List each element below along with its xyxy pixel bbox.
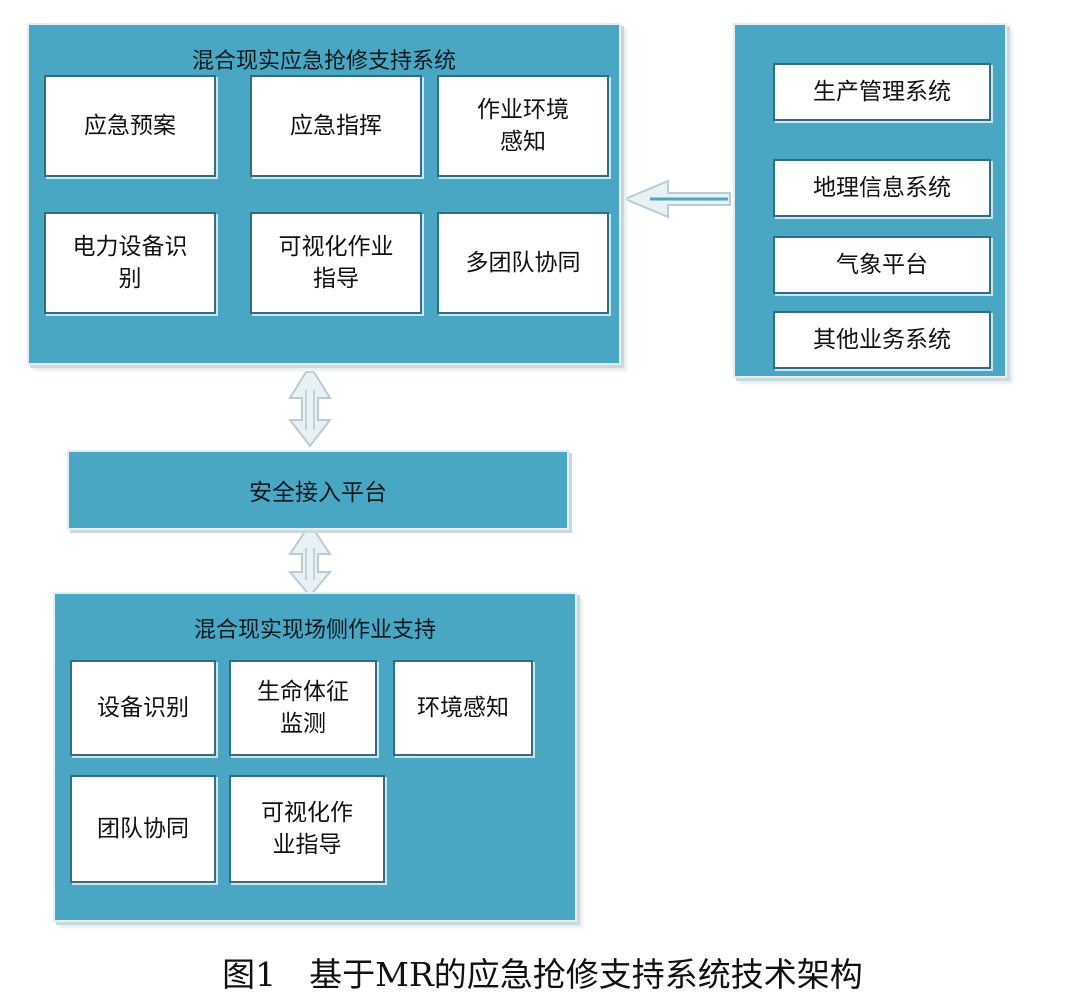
module-box: 设备识别 [70, 660, 216, 756]
double-arrow-icon [287, 371, 333, 448]
system-box: 地理信息系统 [773, 159, 991, 217]
top-panel-title: 混合现实应急抢修支持系统 [191, 49, 456, 74]
top-panel: 混合现实应急抢修支持系统 应急预案 应急指挥 作业环境 感知 电力设备识 别 可… [27, 23, 621, 365]
bottom-panel: 混合现实现场侧作业支持 设备识别 生命体征 监测 环境感知 团队协同 可视化作 … [53, 592, 577, 922]
module-box: 可视化作业 指导 [250, 212, 422, 314]
module-box: 可视化作 业指导 [229, 775, 385, 883]
bottom-panel-title: 混合现实现场侧作业支持 [193, 618, 436, 643]
system-box: 其他业务系统 [773, 311, 991, 369]
system-box: 气象平台 [773, 236, 991, 294]
gateway-bar: 安全接入平台 [67, 450, 569, 530]
double-arrow-icon [287, 529, 333, 598]
module-box: 生命体征 监测 [229, 660, 377, 756]
right-panel: 生产管理系统 地理信息系统 气象平台 其他业务系统 [733, 23, 1007, 378]
module-box: 环境感知 [393, 660, 533, 756]
module-box: 应急预案 [44, 75, 216, 177]
system-box: 生产管理系统 [773, 63, 991, 121]
module-box: 应急指挥 [250, 75, 422, 177]
left-arrow-icon [622, 179, 731, 219]
module-box: 作业环境 感知 [437, 75, 609, 177]
figure-caption: 图1 基于MR的应急抢修支持系统技术架构 [222, 955, 863, 994]
module-box: 团队协同 [70, 775, 216, 883]
module-box: 多团队协同 [437, 212, 609, 314]
module-box: 电力设备识 别 [44, 212, 216, 314]
